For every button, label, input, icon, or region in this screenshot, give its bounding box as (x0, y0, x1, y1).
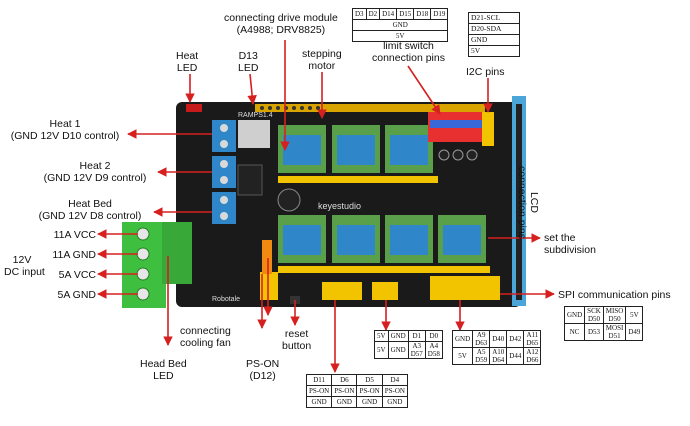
stepper-header-bottom (278, 266, 490, 273)
label-ps-on: PS-ON(D12) (246, 358, 280, 382)
label-heat2: Heat 2(GND 12V D9 control) (43, 160, 147, 184)
fuse (262, 240, 272, 274)
label-drive-module: connecting drive module(A4988; DRV8825) (224, 12, 338, 36)
heat-led (186, 104, 202, 112)
label-spi-pins: SPI communication pins (558, 289, 671, 301)
callout-arrows (97, 40, 555, 373)
dc-input-screws (136, 227, 150, 301)
bottom-headers (260, 272, 500, 300)
label-5a-vcc: 5A VCC (58, 269, 96, 281)
capacitor-main (277, 188, 301, 212)
label-5a-gnd: 5A GND (57, 289, 96, 301)
board-model: RAMPS1.4 (238, 112, 273, 119)
label-i2c-pins: I2C pins (466, 66, 505, 78)
driver-row-bottom (278, 215, 486, 263)
board-robot-text: Robotale (212, 296, 241, 303)
i2c-table: D21-SCL D20-SDA GND 5V (468, 12, 520, 57)
label-11a-gnd: 11A GND (52, 249, 96, 261)
stepper-header-top (278, 176, 438, 183)
label-11a-vcc: 11A VCC (53, 229, 96, 241)
small-capacitors (438, 149, 478, 161)
label-heat1: Heat 1(GND 12V D10 control) (10, 118, 120, 142)
label-heat-bed: Heat Bed(GND 12V D8 control) (38, 198, 142, 222)
mosfet-2 (237, 164, 263, 196)
driver-row-top (278, 125, 433, 173)
top-pin-dots (260, 106, 320, 110)
i2c-header (482, 112, 494, 146)
terminal-screws (220, 124, 228, 220)
mosfet-1 (238, 120, 270, 148)
board-brand: keyestudio (318, 201, 362, 211)
top-header-row (255, 104, 485, 112)
lcd-pins (516, 104, 522, 300)
